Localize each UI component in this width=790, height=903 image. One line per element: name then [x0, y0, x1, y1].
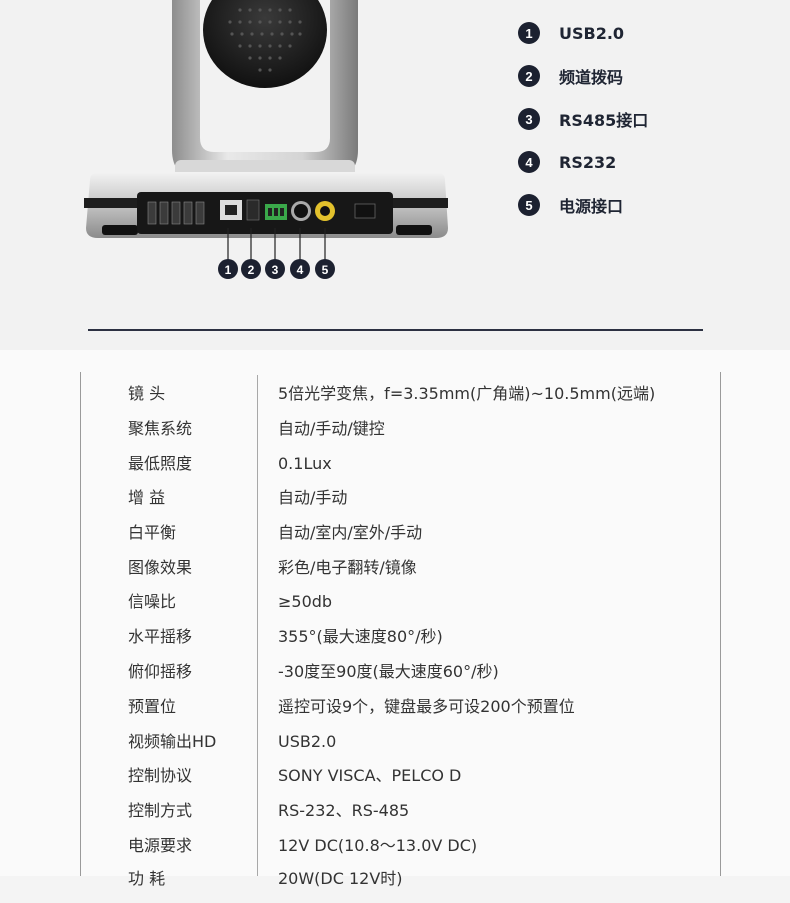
port-marker-label-3: 3 — [272, 263, 279, 277]
spec-value: 遥控可设9个，键盘最多可设200个预置位 — [278, 697, 575, 716]
legend-number-badge: 5 — [518, 194, 540, 216]
spec-value: 5倍光学变焦，f=3.35mm(广角端)~10.5mm(远端) — [278, 384, 656, 403]
legend-item-rs232: 4 RS232 — [518, 151, 648, 173]
port-marker-4 — [290, 259, 310, 279]
table-row: 聚焦系统 自动/手动/键控 — [81, 418, 722, 453]
dip-switch-block — [147, 201, 205, 225]
port-marker-5 — [315, 259, 335, 279]
spec-label: 增 益 — [128, 488, 166, 507]
spec-value: ≥50db — [278, 592, 333, 611]
table-row: 功 耗 20W(DC 12V时) — [81, 868, 722, 903]
spec-section — [0, 350, 790, 876]
spec-label: 俯仰摇移 — [128, 662, 193, 681]
table-row: 控制方式 RS-232、RS-485 — [81, 800, 722, 835]
port-markers: 1 2 3 4 5 — [218, 259, 335, 279]
table-row: 电源要求 12V DC(10.8～13.0V DC) — [81, 835, 722, 870]
legend-label: 频道拨码 — [559, 68, 624, 87]
table-row: 信噪比 ≥50db — [81, 591, 722, 626]
spec-label: 最低照度 — [128, 454, 193, 473]
spec-value: 自动/手动 — [278, 488, 348, 507]
port-marker-label-5: 5 — [322, 263, 329, 277]
port-marker-label-2: 2 — [248, 263, 255, 277]
spec-label: 视频输出HD — [128, 732, 217, 751]
spec-label: 白平衡 — [128, 523, 177, 542]
spec-value: 0.1Lux — [278, 454, 332, 473]
product-image-section: 1 2 3 4 5 1 USB2.0 2 频道拨码 3 RS485接口 4 RS… — [0, 0, 790, 350]
table-row: 最低照度 0.1Lux — [81, 453, 722, 488]
spec-table: 镜 头 5倍光学变焦，f=3.35mm(广角端)~10.5mm(远端) 聚焦系统… — [80, 372, 722, 888]
legend-item-usb: 1 USB2.0 — [518, 22, 648, 44]
spec-label: 控制方式 — [128, 801, 193, 820]
table-row: 控制协议 SONY VISCA、PELCO D — [81, 765, 722, 800]
spec-value: SONY VISCA、PELCO D — [278, 766, 462, 785]
spec-value: 20W(DC 12V时) — [278, 869, 403, 888]
port-power — [315, 201, 335, 221]
spec-label: 信噪比 — [128, 592, 177, 611]
spec-value: 自动/手动/键控 — [278, 419, 385, 438]
table-row: 预置位 遥控可设9个，键盘最多可设200个预置位 — [81, 696, 722, 731]
table-row: 增 益 自动/手动 — [81, 487, 722, 522]
legend-number-badge: 4 — [518, 151, 540, 173]
port-usb — [220, 200, 242, 220]
legend-label: RS232 — [559, 152, 617, 172]
legend-label: 电源接口 — [559, 197, 624, 216]
port-rs485 — [265, 204, 287, 220]
spec-label: 镜 头 — [128, 384, 166, 403]
port-marker-label-4: 4 — [297, 263, 304, 277]
section-divider — [88, 329, 703, 331]
table-row: 俯仰摇移 -30度至90度(最大速度60°/秒) — [81, 661, 722, 696]
spec-label: 功 耗 — [128, 869, 166, 888]
port-marker-3 — [265, 259, 285, 279]
legend-item-channel-dip: 2 频道拨码 — [518, 65, 648, 87]
table-row: 镜 头 5倍光学变焦，f=3.35mm(广角端)~10.5mm(远端) — [81, 383, 722, 418]
spec-label: 水平摇移 — [128, 627, 193, 646]
port-dial — [246, 199, 260, 221]
legend-number-badge: 3 — [518, 108, 540, 130]
spec-label: 控制协议 — [128, 766, 193, 785]
legend-number-badge: 2 — [518, 65, 540, 87]
spec-label: 图像效果 — [128, 558, 193, 577]
camera-rear-view: 1 2 3 4 5 — [84, 0, 448, 279]
legend-item-power: 5 电源接口 — [518, 194, 648, 216]
port-marker-label-1: 1 — [225, 263, 232, 277]
table-row: 水平摇移 355°(最大速度80°/秒) — [81, 626, 722, 661]
spec-value: 自动/室内/室外/手动 — [278, 523, 423, 542]
spec-value: 12V DC(10.8～13.0V DC) — [278, 836, 478, 855]
table-row: 视频输出HD USB2.0 — [81, 731, 722, 766]
spec-label: 聚焦系统 — [128, 419, 193, 438]
port-marker-1 — [218, 259, 238, 279]
legend-label: RS485接口 — [559, 111, 649, 130]
table-column-divider — [257, 375, 258, 876]
spec-value: 彩色/电子翻转/镜像 — [278, 558, 417, 577]
legend-number-badge: 1 — [518, 22, 540, 44]
speaker-grille — [228, 8, 302, 72]
spec-value: -30度至90度(最大速度60°/秒) — [278, 662, 499, 681]
table-row: 图像效果 彩色/电子翻转/镜像 — [81, 557, 722, 592]
table-row: 白平衡 自动/室内/室外/手动 — [81, 522, 722, 557]
port-legend: 1 USB2.0 2 频道拨码 3 RS485接口 4 RS232 5 电源接口 — [518, 22, 648, 237]
port-marker-2 — [241, 259, 261, 279]
spec-value: 355°(最大速度80°/秒) — [278, 627, 443, 646]
legend-item-rs485: 3 RS485接口 — [518, 108, 648, 130]
spec-label: 预置位 — [128, 697, 177, 716]
port-rs232 — [291, 201, 311, 221]
legend-label: USB2.0 — [559, 23, 625, 43]
spec-label: 电源要求 — [128, 836, 193, 855]
spec-value: USB2.0 — [278, 732, 337, 751]
spec-value: RS-232、RS-485 — [278, 801, 410, 820]
